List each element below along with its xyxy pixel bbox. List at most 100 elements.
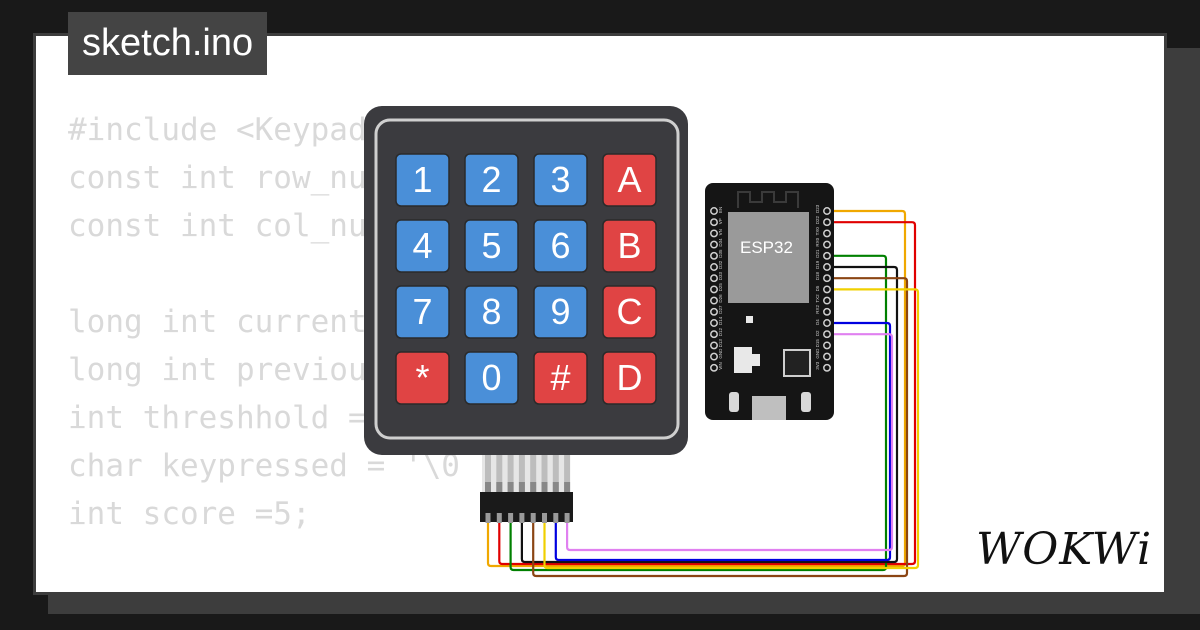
pin-d18[interactable] xyxy=(823,274,831,283)
wire-d19 xyxy=(520,265,899,564)
key-4[interactable]: 4 xyxy=(395,219,450,273)
pin-label: D19 xyxy=(815,260,820,269)
pin-label: D34 xyxy=(718,238,723,247)
header-pin[interactable] xyxy=(530,513,536,523)
pin-gnd[interactable] xyxy=(823,352,831,361)
header-pin[interactable] xyxy=(508,513,514,523)
pin-3v3[interactable] xyxy=(823,363,831,372)
pin-tx2[interactable] xyxy=(823,296,831,305)
header-pin[interactable] xyxy=(564,513,570,523)
esp32-board[interactable]: ESP32 ENVPVND34D35D32D33D25D26D27D14D12D… xyxy=(705,183,834,420)
pin-label: D21 xyxy=(815,249,820,258)
file-tab[interactable]: sketch.ino xyxy=(68,12,268,75)
key-label: 3 xyxy=(550,159,570,200)
key-7[interactable]: 7 xyxy=(395,285,450,339)
key-cap[interactable] xyxy=(395,285,450,339)
pin-d21[interactable] xyxy=(823,251,831,260)
pin-label: D23 xyxy=(815,204,820,213)
key-C[interactable]: C xyxy=(602,285,657,339)
ribbon-contact xyxy=(518,482,525,492)
ribbon-strip xyxy=(518,452,525,492)
pin-d23[interactable] xyxy=(823,207,831,215)
key-cap[interactable] xyxy=(464,285,519,339)
key-cap[interactable] xyxy=(533,285,588,339)
pin-d13[interactable] xyxy=(710,341,718,350)
pin-vp[interactable] xyxy=(710,218,718,227)
key-#[interactable]: # xyxy=(533,351,588,405)
pin-en[interactable] xyxy=(710,207,718,215)
key-cap[interactable] xyxy=(533,153,588,207)
pin-d22[interactable] xyxy=(823,218,831,227)
key-cap[interactable] xyxy=(602,351,657,405)
ribbon-strips xyxy=(485,452,571,492)
usb-uart-chip xyxy=(783,349,811,377)
pin-d32[interactable] xyxy=(710,263,718,271)
key-6[interactable]: 6 xyxy=(533,219,588,273)
pin-d33[interactable] xyxy=(710,274,718,283)
key-label: # xyxy=(550,357,570,398)
pin-label: D27 xyxy=(718,305,723,314)
key-A[interactable]: A xyxy=(602,153,657,207)
pin-rx0[interactable] xyxy=(823,240,831,249)
pin-d26[interactable] xyxy=(710,296,718,305)
key-cap[interactable] xyxy=(533,219,588,273)
wires xyxy=(486,209,920,578)
pin-d12[interactable] xyxy=(710,330,718,339)
chip-label: ESP32 xyxy=(740,238,793,257)
en-button[interactable] xyxy=(729,392,739,412)
pin-rx2[interactable] xyxy=(823,307,831,316)
header-pin[interactable] xyxy=(553,513,559,523)
key-*[interactable]: * xyxy=(395,351,450,405)
key-1[interactable]: 1 xyxy=(395,153,450,207)
code-line: const int row_nu xyxy=(68,160,367,196)
key-cap[interactable] xyxy=(395,153,450,207)
pin-d19[interactable] xyxy=(823,263,831,271)
key-cap[interactable] xyxy=(602,153,657,207)
header-pin[interactable] xyxy=(542,513,547,523)
key-0[interactable]: 0 xyxy=(464,351,519,405)
pin-tx0[interactable] xyxy=(823,229,831,238)
key-D[interactable]: D xyxy=(602,351,657,405)
key-5[interactable]: 5 xyxy=(464,219,519,273)
boot-button[interactable] xyxy=(801,392,811,412)
pin-vin[interactable] xyxy=(710,363,718,372)
key-cap[interactable] xyxy=(395,219,450,273)
pin-d2[interactable] xyxy=(823,330,831,339)
key-9[interactable]: 9 xyxy=(533,285,588,339)
key-B[interactable]: B xyxy=(602,219,657,273)
key-cap[interactable] xyxy=(533,351,588,405)
header-pin[interactable] xyxy=(496,513,502,523)
key-cap[interactable] xyxy=(464,219,519,273)
pin-d34[interactable] xyxy=(710,240,718,249)
wire-d2 xyxy=(566,333,894,552)
pin-d5[interactable] xyxy=(823,285,831,294)
wire-d22 xyxy=(498,221,917,566)
pin-d35[interactable] xyxy=(710,251,718,260)
key-2[interactable]: 2 xyxy=(464,153,519,207)
pin-label: GND xyxy=(815,348,820,359)
pin-vn[interactable] xyxy=(710,229,718,238)
header-pin[interactable] xyxy=(485,513,491,523)
keypad-ribbon xyxy=(480,452,573,523)
ribbon-contact xyxy=(530,482,537,492)
pin-d27[interactable] xyxy=(710,307,718,316)
key-cap[interactable] xyxy=(602,285,657,339)
key-cap[interactable] xyxy=(464,153,519,207)
key-8[interactable]: 8 xyxy=(464,285,519,339)
pin-gnd[interactable] xyxy=(710,352,718,361)
key-label: B xyxy=(617,225,641,266)
key-label: 0 xyxy=(481,357,501,398)
pin-d14[interactable] xyxy=(710,319,718,327)
key-label: 1 xyxy=(412,159,432,200)
key-cap[interactable] xyxy=(602,219,657,273)
pin-label: VN xyxy=(718,229,723,235)
key-cap[interactable] xyxy=(395,351,450,405)
header-pin[interactable] xyxy=(519,513,525,523)
pin-d4[interactable] xyxy=(823,319,831,327)
pin-d25[interactable] xyxy=(710,285,718,294)
key-3[interactable]: 3 xyxy=(533,153,588,207)
code-line: long int previou xyxy=(68,352,367,388)
pin-d15[interactable] xyxy=(823,341,831,350)
key-cap[interactable] xyxy=(464,351,519,405)
